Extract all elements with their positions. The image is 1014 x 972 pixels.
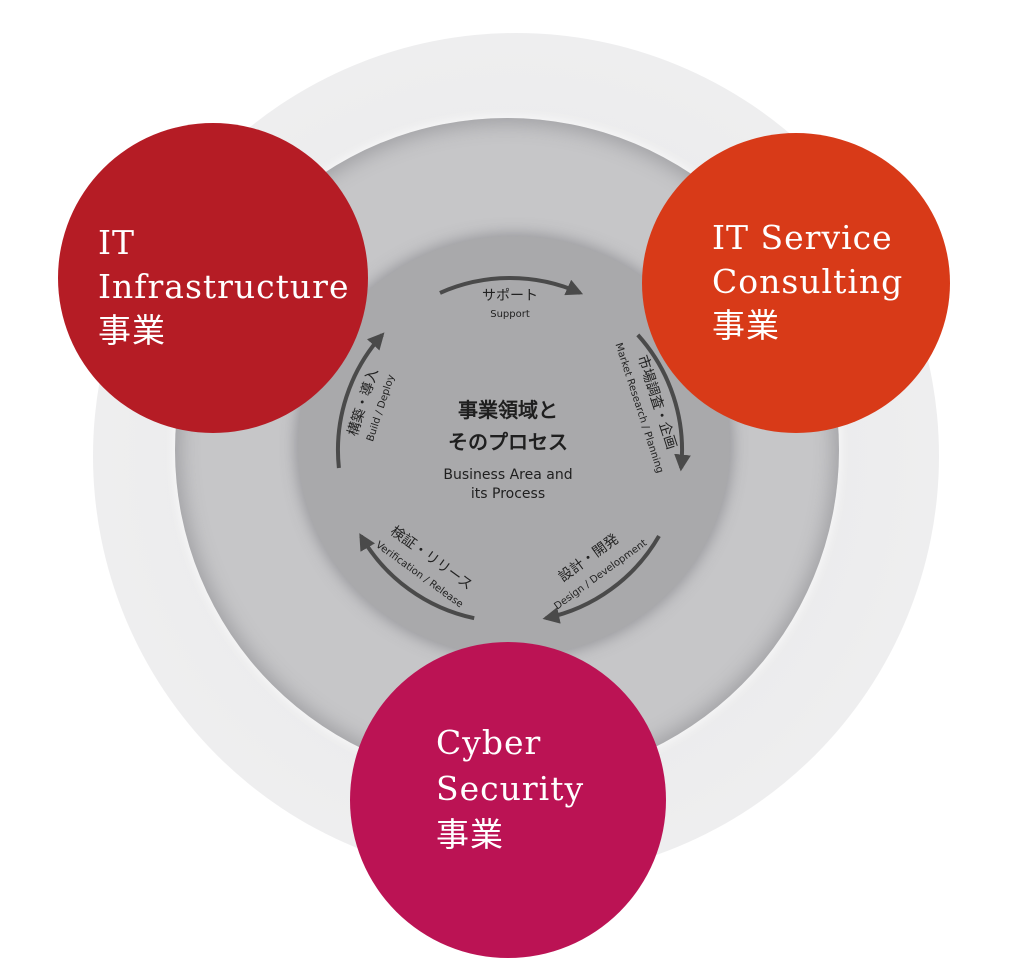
process-label-jp: サポート [482,288,538,304]
process-arrow [439,276,584,296]
process-label-en: Support [490,309,530,320]
cyber-security-circle: Cyber Security 事業 [350,642,666,958]
center-title: 事業領域と そのプロセス [448,398,568,454]
process-arrow [542,534,661,624]
process-arrow [359,533,475,621]
it-service-consulting-circle: IT Service Consulting 事業 [642,133,950,433]
process-arrows [335,276,691,624]
it-infrastructure-title: IT Infrastructure 事業 [98,223,350,350]
process-arrow [335,332,385,469]
process-arrow [636,333,691,472]
it-infrastructure-circle: IT Infrastructure 事業 [58,123,368,433]
cyber-security-title: Cyber Security 事業 [436,723,585,854]
it-service-consulting-title: IT Service Consulting 事業 [712,218,904,345]
center-subtitle: Business Area and its Process [443,467,573,502]
